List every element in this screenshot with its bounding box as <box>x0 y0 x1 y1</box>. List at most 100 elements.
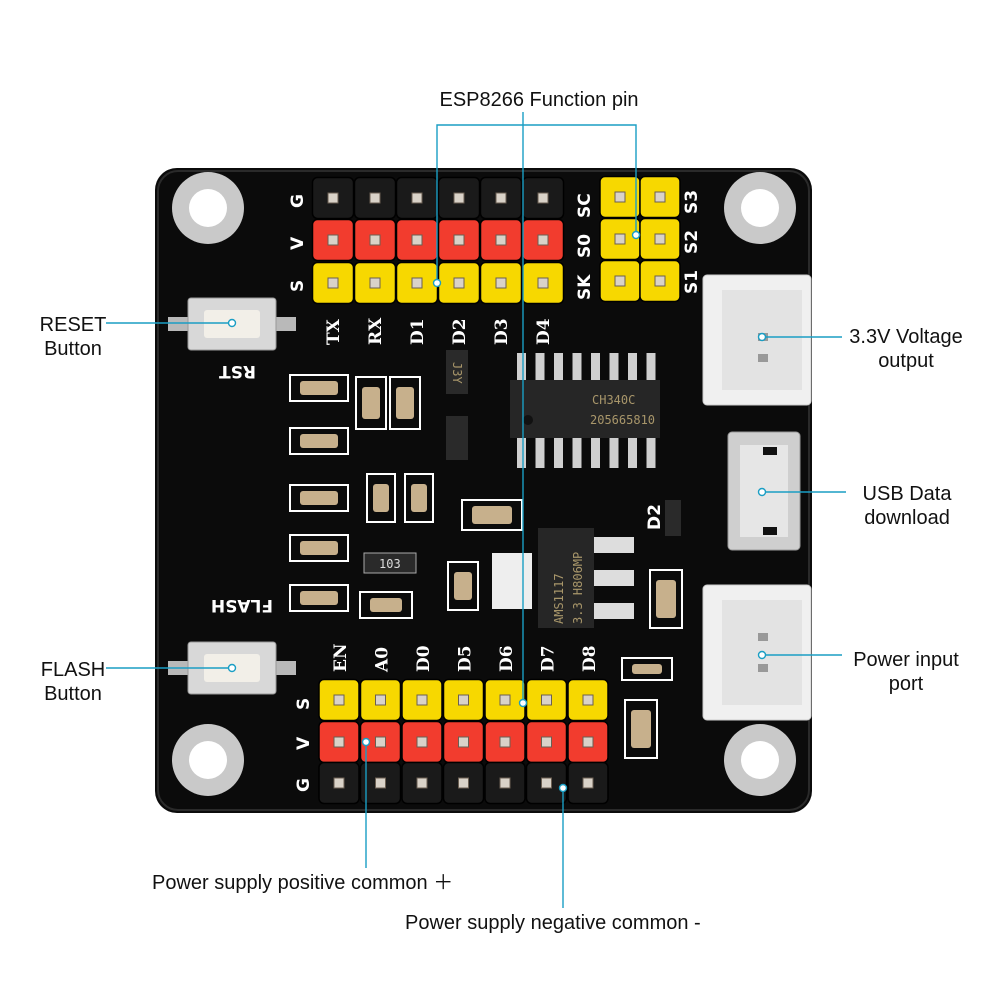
pin-en-v[interactable] <box>318 720 360 764</box>
spi-pin-sc-s3-0[interactable] <box>599 175 641 219</box>
pin-a0-s[interactable] <box>359 678 402 722</box>
mounting-hole-icon <box>172 172 244 244</box>
pin-d6-v[interactable] <box>484 720 526 764</box>
chip-leg <box>554 353 563 383</box>
v33-callout-line1: 3.3V Voltage <box>849 326 962 348</box>
pin-d5-s[interactable] <box>442 678 485 722</box>
pin-rx-v[interactable] <box>353 218 397 262</box>
pin-d0-v[interactable] <box>401 720 443 764</box>
pin-en-s[interactable] <box>318 678 360 722</box>
smd-component <box>389 376 421 430</box>
pin-d7-v[interactable] <box>525 720 568 764</box>
spi-label-s0: S0 <box>575 234 595 258</box>
spi-pin-sc-s3-1[interactable] <box>639 175 681 219</box>
pin-label-d0: D0 <box>414 645 434 672</box>
flash-callout-line1: FLASH <box>41 659 105 681</box>
ch340c-legs <box>517 353 656 468</box>
pin-d7-g[interactable] <box>525 761 568 805</box>
power-callout-line1: Power input <box>853 649 959 671</box>
chip-leg <box>572 436 582 468</box>
chip-leg <box>628 353 637 383</box>
bottom-row-label-v: V <box>294 736 314 750</box>
pin-d1-v[interactable] <box>395 218 439 262</box>
pin-d2-g[interactable] <box>437 176 481 220</box>
resistor-array-marking: 103 <box>379 557 401 571</box>
smd-component <box>355 376 387 430</box>
spi-label-sc: SC <box>575 193 595 218</box>
pcb-board-edge <box>157 170 810 811</box>
pin-d3-v[interactable] <box>479 218 523 262</box>
resistor-array: 103 <box>363 552 417 574</box>
top-row-label-g: G <box>288 194 308 208</box>
pin-a0-g[interactable] <box>359 761 402 805</box>
chip-leg <box>517 353 526 383</box>
pin-d2-v[interactable] <box>437 218 481 262</box>
smd-component <box>289 534 349 562</box>
mounting-hole-icon <box>172 724 244 796</box>
pin-d6-g[interactable] <box>484 761 526 805</box>
pin-d8-g[interactable] <box>567 761 609 805</box>
chip-leg <box>517 436 526 468</box>
pin-d8-s[interactable] <box>567 678 609 722</box>
pin-en-g[interactable] <box>318 761 360 805</box>
smd-component <box>289 374 349 402</box>
spi-label-sk: SK <box>575 274 595 300</box>
top-row-label-s: S <box>288 280 308 292</box>
spi-label-s1: S1 <box>682 270 702 294</box>
pin-d5-g[interactable] <box>442 761 485 805</box>
spi-pin-sk-s1-1[interactable] <box>639 259 681 303</box>
chip-leg <box>554 436 563 468</box>
bottom-row-label-g: G <box>294 778 314 792</box>
spi-pin-s0-s2-1[interactable] <box>639 217 681 261</box>
pin-label-d6: D6 <box>497 645 517 672</box>
chip-leg <box>609 436 619 468</box>
negative-common-callout: Power supply negative common - <box>405 912 701 934</box>
pin-d8-v[interactable] <box>567 720 609 764</box>
pin-d4-s[interactable] <box>521 261 565 305</box>
smd-component <box>366 473 396 523</box>
pin-d4-v[interactable] <box>521 218 565 262</box>
spi-pin-sk-s1-0[interactable] <box>599 259 641 303</box>
smd-component <box>624 699 658 759</box>
bottom-pin-header <box>318 678 609 805</box>
pin-tx-v[interactable] <box>311 218 355 262</box>
pin-label-d1: D1 <box>408 318 428 345</box>
pin-a0-v[interactable] <box>359 720 402 764</box>
smd-component <box>404 473 434 523</box>
rst-silk-label: RST <box>219 361 256 381</box>
pin-d2-s[interactable] <box>437 261 481 305</box>
pin-d5-v[interactable] <box>442 720 485 764</box>
pin-label-d3: D3 <box>492 318 512 345</box>
pin-rx-s[interactable] <box>353 261 397 305</box>
pin-d3-s[interactable] <box>479 261 523 305</box>
pin-d4-g[interactable] <box>521 176 565 220</box>
pin-d6-s[interactable] <box>484 678 526 722</box>
3v3-output-connector[interactable] <box>702 274 812 406</box>
spi-pin-s0-s2-0[interactable] <box>599 217 641 261</box>
smd-component <box>289 584 349 612</box>
spi-label-s3: S3 <box>682 190 702 214</box>
power-input-connector[interactable] <box>702 584 812 721</box>
flash-callout-line2: Button <box>44 683 102 705</box>
reset-callout-line2: Button <box>44 338 102 360</box>
chip-leg <box>591 353 600 383</box>
pin-d1-s[interactable] <box>395 261 439 305</box>
pin-tx-s[interactable] <box>311 261 355 305</box>
mounting-hole-icon <box>724 172 796 244</box>
pin-d3-g[interactable] <box>479 176 523 220</box>
pin-label-en: EN <box>331 644 351 673</box>
pin-d1-g[interactable] <box>395 176 439 220</box>
pin-tx-g[interactable] <box>311 176 355 220</box>
pin-rx-g[interactable] <box>353 176 397 220</box>
ch340c-marking: CH340C <box>592 393 635 407</box>
pin-d7-s[interactable] <box>525 678 568 722</box>
chip-leg <box>609 353 619 383</box>
chip-leg <box>628 436 637 468</box>
pin-d0-g[interactable] <box>401 761 443 805</box>
smd-components <box>289 374 683 759</box>
pin-d0-s[interactable] <box>401 678 443 722</box>
positive-common-callout: Power supply positive common ＋ <box>152 872 453 894</box>
smd-component <box>289 427 349 455</box>
pin-label-d5: D5 <box>456 645 476 672</box>
